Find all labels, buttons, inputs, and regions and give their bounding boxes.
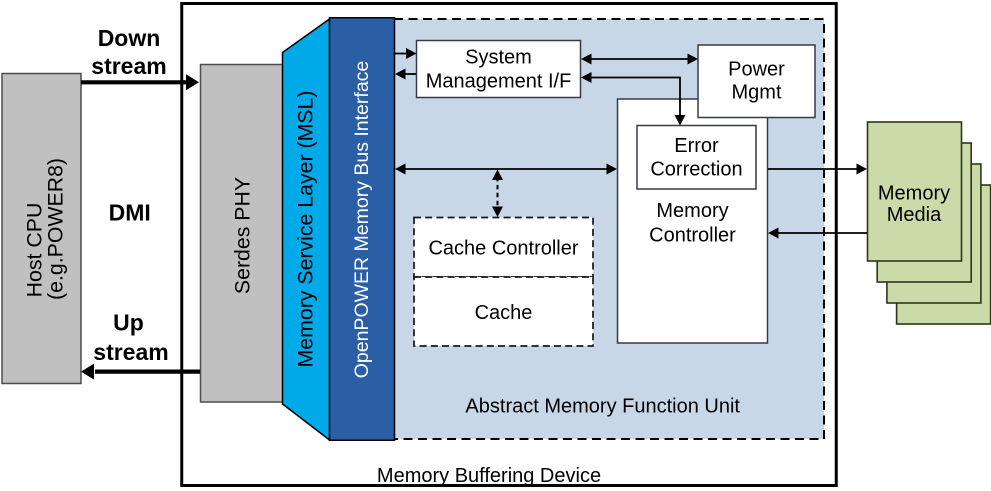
svg-text:Controller: Controller [649, 225, 736, 247]
svg-text:Cache: Cache [475, 302, 533, 324]
svg-text:stream: stream [93, 339, 168, 365]
svg-text:System: System [465, 46, 532, 68]
svg-text:Error: Error [674, 135, 719, 157]
svg-text:Serdes PHY: Serdes PHY [231, 177, 255, 294]
svg-text:Memory Buffering Device: Memory Buffering Device [377, 465, 601, 487]
svg-text:Memory Service Layer (MSL): Memory Service Layer (MSL) [294, 91, 318, 368]
svg-text:Up: Up [113, 310, 144, 336]
svg-text:Correction: Correction [650, 159, 742, 181]
svg-text:stream: stream [91, 53, 166, 79]
svg-text:OpenPOWER Memory Bus Interface: OpenPOWER Memory Bus Interface [351, 61, 373, 379]
svg-text:Memory: Memory [878, 183, 950, 205]
svg-text:Abstract Memory Function Unit: Abstract Memory Function Unit [465, 395, 740, 417]
svg-text:Memory: Memory [656, 200, 728, 222]
svg-text:Media: Media [887, 204, 942, 226]
svg-text:DMI: DMI [109, 200, 151, 226]
svg-text:Cache Controller: Cache Controller [428, 238, 578, 260]
svg-text:Management I/F: Management I/F [426, 70, 572, 92]
svg-text:Down: Down [98, 25, 161, 51]
svg-text:Mgmt: Mgmt [732, 82, 782, 104]
svg-text:Power: Power [728, 59, 785, 81]
svg-text:Host CPU: Host CPU [23, 203, 47, 298]
svg-text:(e.g.POWER8): (e.g.POWER8) [44, 158, 68, 300]
